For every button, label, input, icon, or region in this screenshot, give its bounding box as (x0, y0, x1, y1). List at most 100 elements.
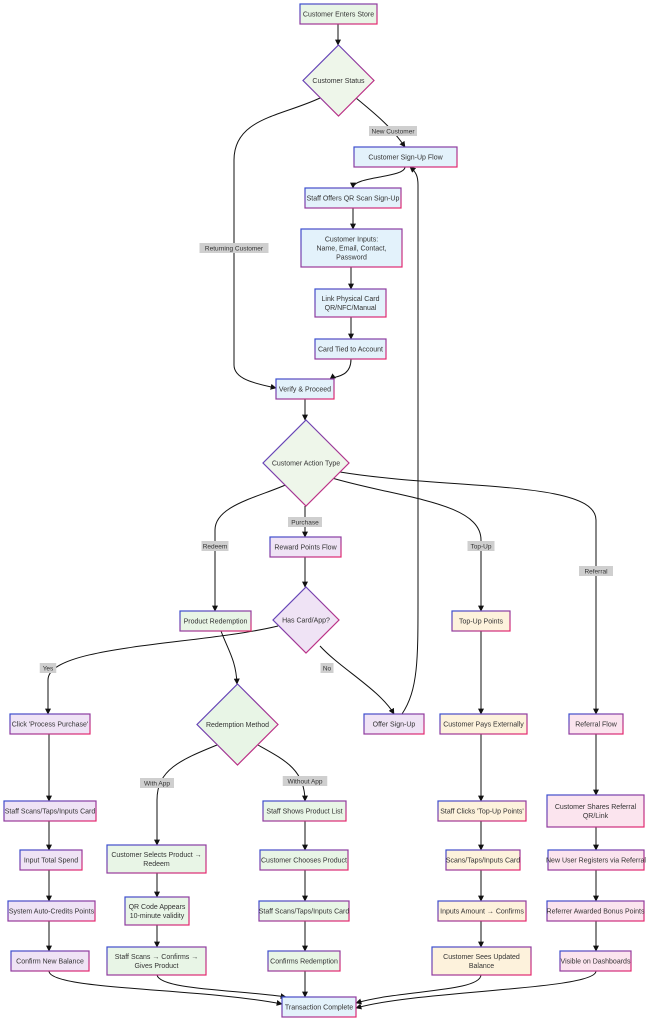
node-shape-rect (451, 610, 511, 632)
node-shape-rect (300, 228, 403, 268)
node-topup[interactable]: Top-Up Points (451, 610, 511, 632)
node-click[interactable]: Click 'Process Purchase' (9, 713, 91, 735)
node-shape-rect (124, 896, 190, 926)
node-shape-rect (269, 536, 342, 558)
node-shape-rect (106, 844, 207, 874)
node-shape-diamond (196, 683, 279, 766)
node-shape-rect (3, 800, 97, 822)
node-referral[interactable]: Referral Flow (568, 713, 624, 735)
node-staffscans[interactable]: Staff Scans → Confirms →Gives Product (106, 946, 207, 976)
node-shape-rect (431, 946, 532, 976)
node-redmethod[interactable]: Redemption Method (196, 683, 279, 766)
node-scan3[interactable]: Scans/Taps/Inputs Card (445, 849, 521, 871)
node-label-line: Inputs Amount → Confirms (440, 909, 524, 916)
node-tied[interactable]: Card Tied to Account (314, 338, 387, 360)
node-visible[interactable]: Visible on Dashboards (559, 950, 632, 972)
node-label-line: Click 'Process Purchase' (12, 722, 89, 729)
edge-label-text: Returning Customer (205, 245, 264, 252)
node-label-line: Has Card/App? (282, 618, 330, 625)
node-label-line: Staff Scans/Taps/Inputs Card (5, 809, 96, 816)
node-label-line: Staff Offers QR Scan Sign-Up (307, 196, 400, 203)
node-total[interactable]: Input Total Spend (19, 849, 83, 871)
node-hascard[interactable]: Has Card/App? (272, 586, 340, 654)
node-shape-rect (258, 900, 350, 922)
node-label-line: Visible on Dashboards (561, 959, 631, 966)
node-chooses[interactable]: Customer Chooses Product (259, 849, 349, 871)
node-label-line: QR/NFC/Manual (325, 305, 377, 312)
edge-label-status-to-verify: Returning Customer (199, 243, 269, 253)
node-shape-rect (267, 950, 341, 972)
node-action[interactable]: Customer Action Type (262, 419, 350, 507)
node-confirm[interactable]: Confirm New Balance (10, 950, 90, 972)
node-pays[interactable]: Customer Pays Externally (439, 713, 528, 735)
node-prodred[interactable]: Product Redemption (179, 610, 252, 632)
edge-label-status-to-signup: New Customer (369, 126, 417, 136)
node-label-line: Product Redemption (184, 619, 248, 626)
node-qr[interactable]: Staff Offers QR Scan Sign-Up (304, 187, 402, 209)
node-registers[interactable]: New User Registers via Referral (546, 849, 646, 871)
edge-label-background (288, 517, 322, 527)
node-shape-rect (546, 900, 645, 922)
node-confred[interactable]: Confirms Redemption (267, 950, 341, 972)
node-label-line: Customer Status (312, 78, 365, 85)
edge-label-background (39, 663, 57, 673)
node-offer[interactable]: Offer Sign-Up (363, 713, 425, 735)
node-qrcode[interactable]: QR Code Appears 10-minute validity (124, 896, 190, 926)
node-shape-rect (559, 950, 632, 972)
node-complete[interactable]: Transaction Complete (281, 996, 357, 1018)
node-label-line: Customer Chooses Product (261, 858, 347, 865)
node-label-line: 10-minute validity (130, 913, 185, 920)
node-awarded[interactable]: Referrer Awarded Bonus Points (546, 900, 645, 922)
node-auto[interactable]: System Auto-Credits Points (7, 900, 96, 922)
node-label-line: Staff Clicks 'Top-Up Points' (440, 809, 523, 816)
node-label-line: Staff Scans/Taps/Inputs Card (259, 909, 350, 916)
node-inputs[interactable]: Customer Inputs:Name, Email, Contact,Pas… (300, 228, 403, 268)
node-status[interactable]: Customer Status (302, 44, 375, 117)
edge-label-redmethod-to-shows: Without App (282, 776, 328, 786)
edge-confirm-to-complete (48, 970, 283, 1006)
node-label-line: Customer Enters Store (303, 12, 374, 19)
edge-label-background (467, 541, 495, 551)
edge-label-action-to-topup: Top-Up (467, 541, 495, 551)
edge-action-to-prodred (212, 482, 291, 612)
node-shape-rect (299, 3, 378, 25)
node-label-line: Customer Sign-Up Flow (368, 155, 443, 162)
edge-redmethod-to-shows (257, 744, 308, 802)
node-label-line: New User Registers via Referral (546, 858, 646, 865)
node-label-line: Transaction Complete (285, 1005, 353, 1012)
node-scan1[interactable]: Staff Scans/Taps/Inputs Card (3, 800, 97, 822)
node-label-line: Input Total Spend (24, 858, 78, 865)
node-shows[interactable]: Staff Shows Product List (262, 800, 347, 822)
edge-label-text: Yes (43, 665, 54, 672)
edge-label-background (369, 126, 417, 136)
edge-action-to-referral (339, 471, 599, 715)
node-label-line: QR Code Appears (129, 904, 186, 911)
edge-signup-to-qr (350, 166, 406, 189)
node-label-line: Customer Inputs: (325, 237, 378, 244)
edge-tied-to-verify (329, 358, 352, 380)
node-shape-rect (546, 794, 645, 828)
node-shape-rect (9, 713, 91, 735)
node-shape-diamond (302, 44, 375, 117)
node-selects[interactable]: Customer Selects Product →Redeem (106, 844, 207, 874)
node-reward[interactable]: Reward Points Flow (269, 536, 342, 558)
node-shape-rect (7, 900, 96, 922)
edge-label-text: Purchase (291, 519, 319, 526)
node-label-line: Customer Pays Externally (443, 722, 524, 729)
node-clicks[interactable]: Staff Clicks 'Top-Up Points' (437, 800, 527, 822)
node-scan2[interactable]: Staff Scans/Taps/Inputs Card (258, 900, 350, 922)
node-shape-diamond (262, 419, 350, 507)
node-enter[interactable]: Customer Enters Store (299, 3, 378, 25)
node-label-line: Customer Selects Product → (111, 852, 201, 859)
node-signup[interactable]: Customer Sign-Up Flow (353, 146, 458, 168)
node-verify[interactable]: Verify & Proceed (275, 378, 335, 400)
node-label-line: Customer Sees Updated (443, 954, 520, 961)
node-shape-diamond (272, 586, 340, 654)
node-amount[interactable]: Inputs Amount → Confirms (437, 900, 527, 922)
